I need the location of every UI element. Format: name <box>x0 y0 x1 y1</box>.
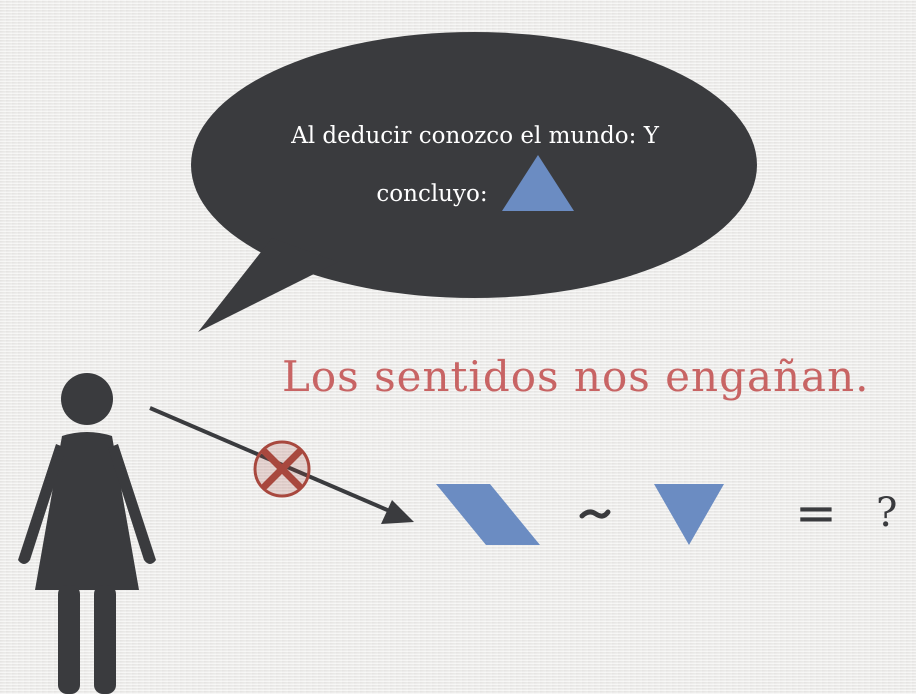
speech-bubble-tail <box>198 238 338 332</box>
speech-bubble-body <box>191 32 757 298</box>
equals-sign: = <box>795 484 837 542</box>
cross-mark-icon <box>253 440 311 498</box>
woman-icon <box>18 373 156 694</box>
arrow-head <box>381 500 414 524</box>
question-mark: ? <box>876 490 898 536</box>
speech-bubble <box>191 32 757 332</box>
figure-left-leg <box>58 585 80 694</box>
figure-right-arm <box>108 444 156 564</box>
figure-head <box>61 373 113 425</box>
speech-bubble-text: Al deducir conozco el mundo: Y concluyo: <box>205 118 745 213</box>
bubble-line-1: Al deducir conozco el mundo: Y <box>291 123 659 149</box>
figure-right-leg <box>94 585 116 694</box>
figure-left-arm <box>18 444 66 564</box>
headline: Los sentidos nos engañan. <box>282 352 870 401</box>
triangle-shape <box>501 154 574 211</box>
bubble-line-2-text: concluyo: <box>376 180 488 207</box>
bubble-line-2: concluyo: <box>205 154 745 213</box>
parallelogram-shape <box>436 484 540 545</box>
tilde-symbol <box>579 509 611 519</box>
figure-dress <box>35 432 139 590</box>
inverted-triangle-shape <box>654 484 724 545</box>
